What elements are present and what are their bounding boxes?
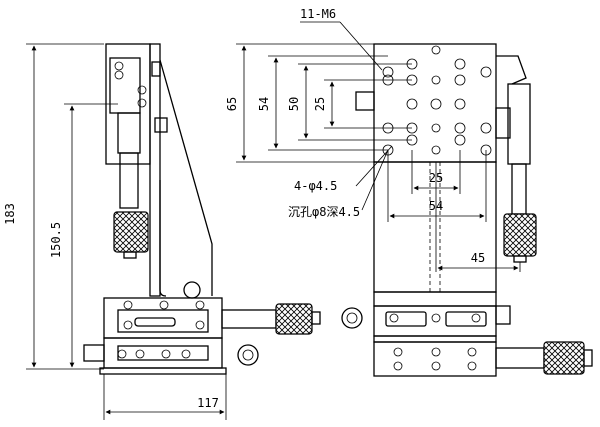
thread-callout: 11-M6 <box>300 7 336 21</box>
front-view <box>341 43 593 377</box>
dim-25-horizontal: 25 <box>429 171 443 185</box>
dim-117: 117 <box>197 396 219 410</box>
hole-callout: 4-φ4.5 <box>294 179 337 193</box>
side-view <box>83 43 321 375</box>
screw-icon <box>382 45 492 156</box>
screw-icon <box>389 313 481 371</box>
screw-icon <box>114 61 147 108</box>
micrometer-icon <box>503 83 537 263</box>
lock-knob-icon <box>341 305 511 329</box>
dim-50: 50 <box>287 97 301 111</box>
dim-54-vertical: 54 <box>257 97 271 111</box>
dim-150-5: 150.5 <box>49 222 63 258</box>
micrometer-icon <box>495 341 593 375</box>
micrometer-icon <box>221 303 321 335</box>
dim-65: 65 <box>225 97 239 111</box>
dim-54-horizontal: 54 <box>429 199 443 213</box>
front-dimensions <box>236 21 521 272</box>
dim-25-vertical: 25 <box>313 97 327 111</box>
left-dimensions <box>26 43 227 420</box>
dim-183: 183 <box>3 203 17 225</box>
counterbore-callout: 沉孔φ8深4.5 <box>288 205 360 219</box>
dim-45: 45 <box>471 251 485 265</box>
micrometer-icon <box>113 112 149 259</box>
screw-icon <box>117 300 205 359</box>
lock-knob-icon <box>83 281 259 366</box>
